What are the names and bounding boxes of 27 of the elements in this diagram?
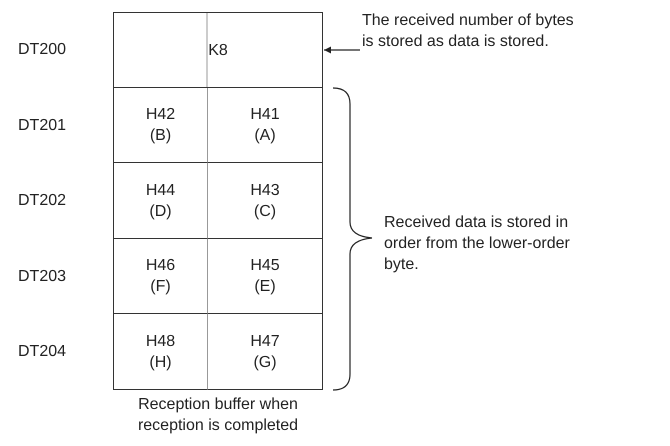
register-cell bbox=[207, 88, 323, 163]
register-address: DT202 bbox=[18, 191, 68, 211]
register-cell bbox=[113, 88, 207, 163]
annotation-text: Received data is stored in order from the lower-order byte. bbox=[384, 213, 571, 275]
caption: Reception buffer when reception is completed bbox=[136, 395, 300, 436]
register-cell bbox=[113, 12, 323, 88]
register-cell bbox=[207, 239, 323, 314]
arrow bbox=[324, 46, 360, 54]
cell-value: H41 (A) bbox=[249, 105, 281, 146]
cell-value: K8 bbox=[207, 40, 229, 60]
cell-value: H42 (B) bbox=[144, 105, 176, 146]
register-cell bbox=[113, 314, 207, 390]
register-address: DT200 bbox=[18, 40, 68, 60]
register-address: DT201 bbox=[18, 116, 68, 136]
cell-value: H43 (C) bbox=[249, 180, 281, 222]
register-address: DT203 bbox=[18, 266, 68, 286]
cell-value: H48 (H) bbox=[144, 332, 176, 372]
cell-value: H46 (F) bbox=[144, 256, 176, 297]
annotation-text: The received number of bytes is stored as data is stored. bbox=[362, 11, 575, 52]
register-cell bbox=[207, 163, 323, 239]
cell-value: H44 (D) bbox=[144, 180, 176, 222]
register-cell bbox=[207, 314, 323, 390]
cell-value: H47 (G) bbox=[249, 332, 281, 372]
register-address: DT204 bbox=[18, 342, 68, 362]
cell-value: H45 (E) bbox=[249, 256, 281, 297]
register-cell bbox=[113, 163, 207, 239]
register-cell bbox=[113, 239, 207, 314]
